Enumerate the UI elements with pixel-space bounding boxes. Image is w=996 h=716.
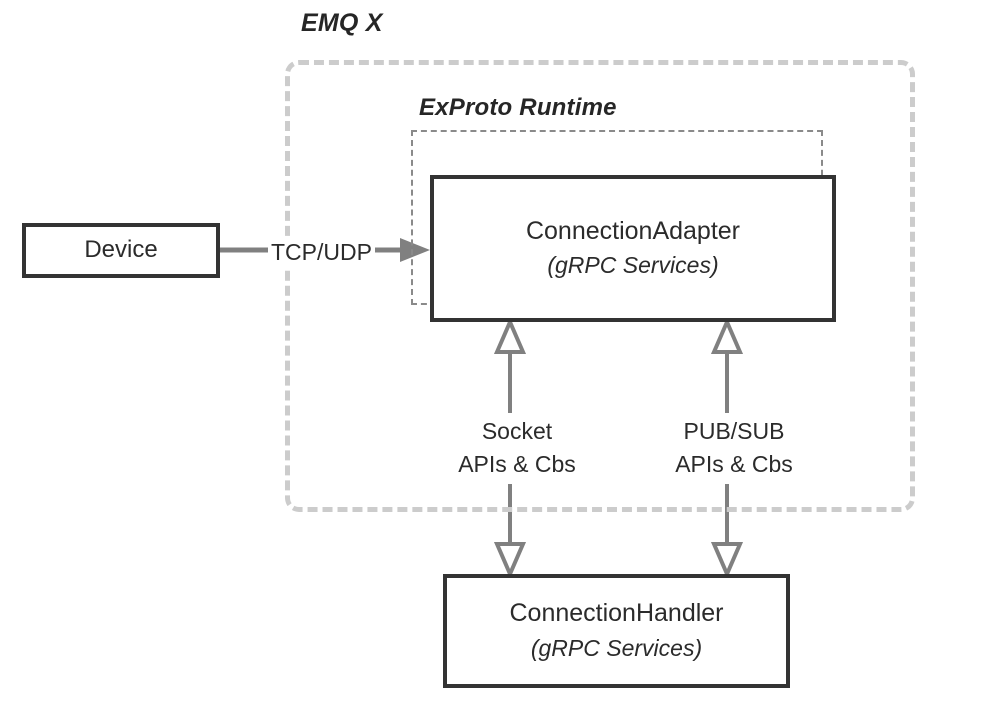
edge-pubsub-bidirectional: [710, 316, 744, 580]
node-connection-handler-subtitle: (gRPC Services): [530, 634, 703, 661]
arrowhead-hollow-down-socket: [493, 542, 527, 580]
node-connection-adapter: ConnectionAdapter (gRPC Services): [430, 175, 836, 322]
node-connection-adapter-subtitle: (gRPC Services): [547, 252, 719, 279]
node-connection-handler: ConnectionHandler (gRPC Services): [443, 574, 790, 688]
edge-label-tcp-udp: TCP/UDP: [268, 236, 375, 270]
region-emqx-label: EMQ X: [301, 9, 383, 37]
edge-label-socket-line1: Socket: [481, 418, 553, 444]
region-exproto-runtime-label: ExProto Runtime: [419, 94, 617, 121]
node-connection-handler-title: ConnectionHandler: [509, 599, 724, 628]
edge-label-socket: Socket APIs & Cbs: [448, 413, 586, 484]
node-device: Device: [22, 223, 220, 278]
node-device-title: Device: [84, 236, 158, 264]
arrowhead-hollow-up-pubsub: [710, 316, 744, 354]
arrowhead-hollow-up-socket: [493, 316, 527, 354]
arrowhead-filled-right: [400, 238, 430, 262]
edge-label-pubsub: PUB/SUB APIs & Cbs: [660, 413, 808, 484]
edge-label-socket-line2: APIs & Cbs: [458, 451, 576, 478]
edge-label-pubsub-line2: APIs & Cbs: [675, 451, 793, 478]
node-connection-adapter-title: ConnectionAdapter: [525, 216, 741, 245]
region-emqx-boundary: [285, 60, 915, 512]
arrowhead-hollow-down-pubsub: [710, 542, 744, 580]
edge-label-pubsub-line1: PUB/SUB: [683, 418, 785, 444]
